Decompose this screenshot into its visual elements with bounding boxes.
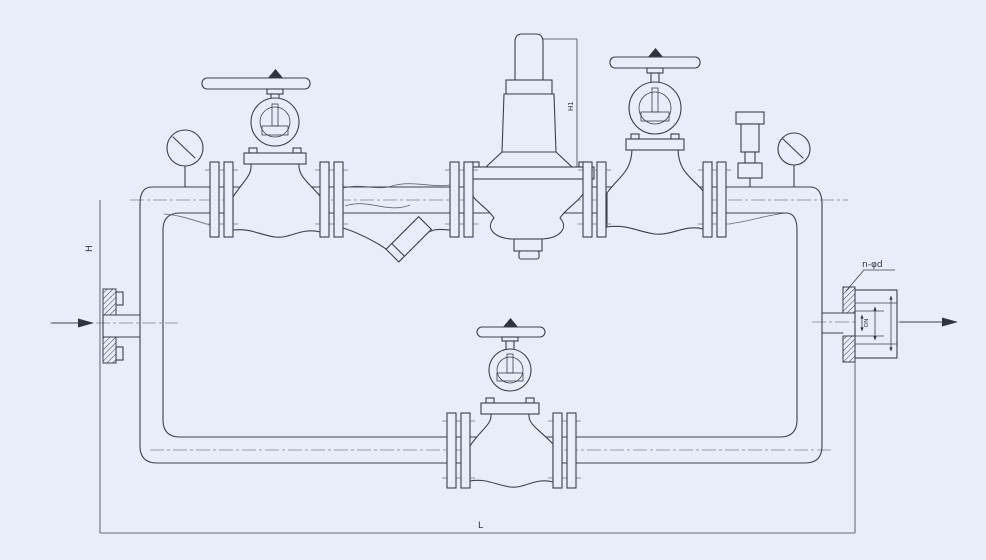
- dim-h-label: H: [85, 245, 95, 252]
- dim-h1-label: H1: [567, 101, 575, 111]
- bottom-plug-tip: [518, 250, 540, 260]
- valve-disc: [496, 372, 524, 382]
- handwheel: [201, 77, 311, 90]
- fitting-collar: [737, 162, 763, 179]
- bottom-plug: [513, 238, 543, 252]
- flange-pair-3: [445, 161, 478, 238]
- flange-pair-5: [698, 161, 731, 238]
- bonnet-yoke-inner: [638, 91, 672, 125]
- strainer-top-outline: [342, 183, 451, 189]
- bonnet-bolt: [292, 147, 302, 154]
- inlet-flange-section-top: [102, 288, 117, 316]
- spring-housing: [501, 93, 557, 153]
- diaphragm-flange: [463, 166, 595, 180]
- strainer-mid-outline: [344, 203, 411, 209]
- outlet-flange-section-bottom: [842, 335, 856, 363]
- handwheel-hub: [266, 88, 284, 95]
- bonnet-flange: [243, 152, 307, 165]
- bore-label: DN: [864, 319, 870, 327]
- inlet-flange-section-bottom: [102, 336, 117, 364]
- adjusting-screw-cap: [514, 33, 544, 81]
- fitting-cap: [735, 111, 765, 125]
- strainer-drain-body: [385, 215, 433, 263]
- stem-nut: [268, 69, 283, 78]
- fitting-neck: [744, 151, 756, 164]
- handwheel: [609, 56, 701, 69]
- gauge-needle: [172, 136, 196, 159]
- bonnet-bolt: [485, 397, 495, 404]
- strainer-bottom-left-outline: [342, 227, 390, 252]
- gauge-needle: [782, 138, 804, 159]
- outlet-flange: DN n-φd: [821, 260, 898, 363]
- bonnet-bolt: [630, 133, 640, 140]
- flange-pair-2: [315, 161, 348, 238]
- strainer-drain-stub: [385, 215, 433, 263]
- bypass-globe-valve: [469, 318, 554, 488]
- stem-nut: [503, 318, 518, 327]
- left-riser-outer-wall: [139, 186, 158, 464]
- lock-nut-collar: [505, 79, 553, 95]
- bonnet-yoke: [488, 348, 532, 392]
- valve-disc: [640, 111, 670, 122]
- outlet-flange-section-top: [842, 286, 856, 314]
- bonnet-yoke: [250, 97, 300, 147]
- right-riser-outer-wall: [804, 186, 823, 464]
- bonnet-flange: [480, 402, 540, 415]
- flange-pairs-top: [205, 161, 731, 238]
- right-arrow-icon: [78, 318, 94, 328]
- bonnet-bolt: [670, 133, 680, 140]
- flange-pair-4: [578, 161, 611, 238]
- bonnet-yoke-inner: [259, 106, 291, 138]
- right-riser-inner-wall: [779, 212, 798, 438]
- flange-pairs-bottom: [442, 412, 581, 489]
- bonnet-bolt: [525, 397, 535, 404]
- handwheel-hub: [501, 336, 519, 342]
- inlet-flange: [102, 288, 141, 364]
- dim-l-label: L: [478, 521, 483, 531]
- flange-pair-1: [205, 161, 238, 238]
- flow-in-arrow: [51, 318, 94, 328]
- pressure-reducing-valve: [463, 33, 595, 260]
- bolt-holes-label: n-φd: [862, 260, 883, 270]
- y-strainer: [342, 183, 451, 263]
- globe-valve-2: [606, 48, 704, 235]
- bonnet-bolt: [248, 147, 258, 154]
- globe-valve-1: [201, 69, 321, 238]
- inlet-bolt-tab: [115, 291, 124, 306]
- valve-disc: [261, 125, 289, 136]
- bonnet-yoke-inner: [496, 356, 524, 384]
- handwheel: [476, 326, 546, 338]
- flange-pair-7: [548, 412, 581, 489]
- bonnet-flange: [625, 138, 685, 151]
- strainer-drain-cap-line: [391, 242, 406, 257]
- stem-nut: [648, 48, 663, 57]
- bolt-holes-leader: [845, 269, 895, 292]
- pressure-gauge-right: [777, 132, 811, 188]
- casting-line: [726, 212, 787, 225]
- bonnet-yoke: [628, 81, 682, 135]
- right-arrow-icon: [942, 317, 958, 327]
- flange-pair-6: [442, 412, 475, 489]
- fitting-body: [740, 123, 760, 153]
- inlet-bolt-tab: [115, 346, 124, 361]
- housing-flare: [484, 151, 574, 168]
- pressure-gauge-left: [166, 129, 204, 188]
- handwheel-hub: [646, 67, 664, 74]
- test-cock-fitting: [735, 111, 765, 188]
- flow-out-arrow: [899, 317, 958, 327]
